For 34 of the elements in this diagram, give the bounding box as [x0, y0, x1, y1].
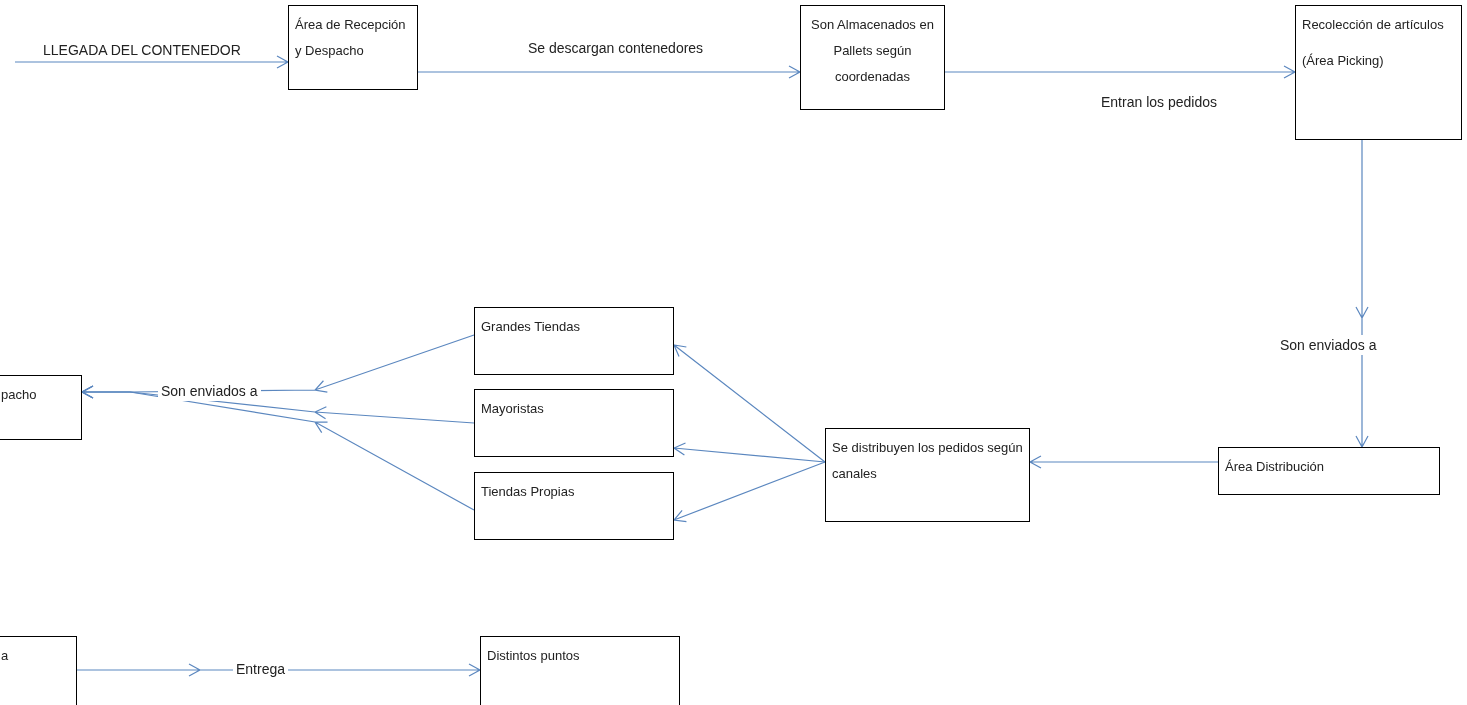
process-box	[474, 307, 674, 375]
process-box	[0, 636, 77, 705]
box-text: Recolección de artículos	[1302, 16, 1444, 34]
process-box	[825, 428, 1030, 522]
process-box	[288, 5, 418, 90]
process-box	[800, 5, 945, 110]
process-box	[0, 375, 82, 440]
box-text: Área de Recepción y Despacho	[295, 16, 407, 60]
edge-label: Son enviados a	[1277, 335, 1380, 355]
process-box	[1218, 447, 1440, 495]
process-box	[480, 636, 680, 705]
arrow	[673, 344, 826, 463]
box-text: pacho	[1, 386, 37, 404]
box-text: Grandes Tiendas	[481, 318, 580, 336]
arrow	[1355, 139, 1369, 449]
arrow	[417, 65, 802, 79]
arrow	[76, 663, 482, 677]
process-box	[1295, 5, 1462, 140]
box-text: (Área Picking)	[1302, 52, 1384, 70]
box-text: a	[1, 647, 9, 665]
arrow	[672, 461, 826, 523]
arrow	[944, 65, 1297, 79]
arrow	[1028, 455, 1219, 469]
arrow	[14, 55, 290, 69]
box-text: Son Almacenados en Pallets según coordenadas	[810, 16, 935, 86]
box-text: Tiendas Propias	[481, 483, 575, 501]
process-box	[474, 472, 674, 540]
box-text: Se distribuyen los pedidos según canales	[832, 439, 1023, 483]
box-text: Mayoristas	[481, 400, 544, 418]
process-box	[474, 389, 674, 457]
box-text: Distintos puntos	[487, 647, 580, 665]
box-text: Área Distribución	[1225, 458, 1324, 476]
arrow	[672, 442, 826, 463]
arrow	[80, 385, 475, 511]
